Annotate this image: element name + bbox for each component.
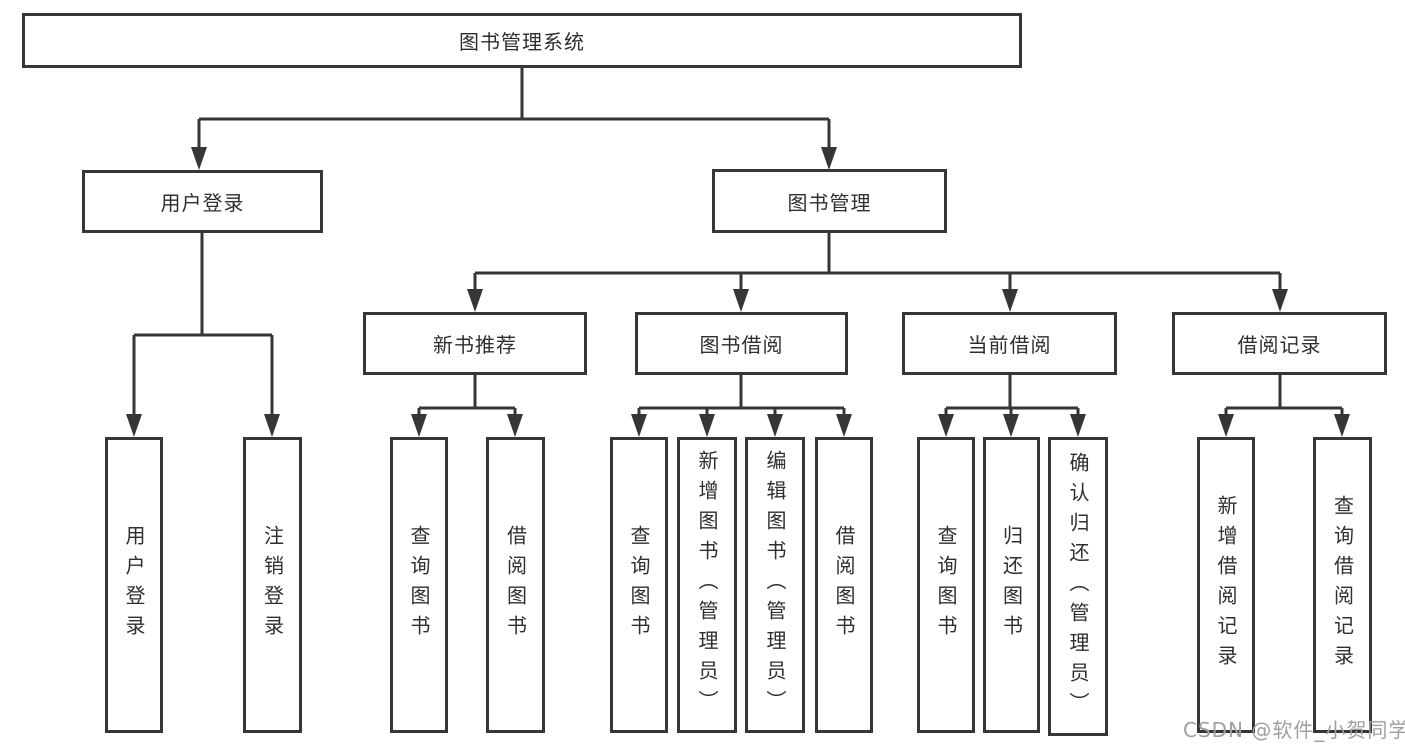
arrow-down-icon <box>821 147 837 170</box>
connector-new-book-children <box>411 375 523 437</box>
node-borrow-record-label: 借阅记录 <box>1237 333 1322 357</box>
leaf-query-book-2: 查询图书 <box>610 437 668 733</box>
node-root: 图书管理系统 <box>22 13 1022 68</box>
leaf-query-book-1-label: 查询图书 <box>407 525 431 645</box>
arrow-down-icon <box>767 414 783 437</box>
leaf-query-book-2-label: 查询图书 <box>627 525 651 645</box>
arrow-down-icon <box>126 414 142 437</box>
leaf-borrow-book-2-label: 借阅图书 <box>832 525 856 645</box>
connector-book-borrow-children <box>631 375 852 437</box>
leaf-confirm-return-admin: 确认归还（管理员） <box>1048 437 1108 736</box>
arrow-down-icon <box>467 289 483 312</box>
arrow-down-icon <box>699 414 715 437</box>
leaf-query-borrow-record: 查询借阅记录 <box>1313 437 1372 733</box>
leaf-borrow-book-2: 借阅图书 <box>815 437 873 733</box>
leaf-edit-book-admin: 编辑图书（管理员） <box>745 437 805 733</box>
arrow-down-icon <box>507 414 523 437</box>
node-borrow-record: 借阅记录 <box>1172 312 1387 375</box>
connector-borrow-record-children <box>1218 375 1350 437</box>
leaf-logout-label: 注销登录 <box>260 525 285 645</box>
leaf-return-book-label: 归还图书 <box>999 525 1024 645</box>
node-user-login: 用户登录 <box>82 170 323 233</box>
leaf-user-login-label: 用户登录 <box>122 525 146 645</box>
leaf-return-book: 归还图书 <box>983 437 1040 733</box>
arrow-down-icon <box>191 147 207 170</box>
arrow-down-icon <box>938 414 954 437</box>
connector-root-to-level2 <box>191 68 837 170</box>
arrow-down-icon <box>1272 289 1288 312</box>
connector-book-management-to-level3 <box>467 233 1288 312</box>
node-new-book-recommend-label: 新书推荐 <box>433 333 517 357</box>
leaf-edit-book-admin-label: 编辑图书（管理员） <box>763 450 787 720</box>
leaf-query-book-1: 查询图书 <box>390 437 448 733</box>
connector-user-login-children <box>126 233 280 437</box>
leaf-user-login: 用户登录 <box>105 437 163 733</box>
node-root-label: 图书管理系统 <box>459 30 585 54</box>
node-user-login-label: 用户登录 <box>160 191 245 215</box>
node-book-borrow: 图书借阅 <box>635 312 848 375</box>
arrow-down-icon <box>1334 414 1350 437</box>
leaf-query-book-3: 查询图书 <box>917 437 975 733</box>
leaf-confirm-return-admin-label: 确认归还（管理员） <box>1066 451 1090 722</box>
leaf-query-book-3-label: 查询图书 <box>934 525 958 645</box>
node-book-management: 图书管理 <box>712 169 947 233</box>
node-current-borrow: 当前借阅 <box>902 312 1117 375</box>
leaf-add-book-admin: 新增图书（管理员） <box>677 437 737 733</box>
leaf-borrow-book-1: 借阅图书 <box>486 437 545 733</box>
arrow-down-icon <box>1002 289 1018 312</box>
arrow-down-icon <box>733 289 749 312</box>
leaf-add-book-admin-label: 新增图书（管理员） <box>695 450 719 720</box>
arrow-down-icon <box>836 414 852 437</box>
arrow-down-icon <box>1003 414 1019 437</box>
node-new-book-recommend: 新书推荐 <box>363 312 587 375</box>
leaf-add-borrow-record: 新增借阅记录 <box>1197 437 1255 733</box>
leaf-query-borrow-record-label: 查询借阅记录 <box>1330 495 1355 675</box>
node-current-borrow-label: 当前借阅 <box>967 333 1052 357</box>
leaf-add-borrow-record-label: 新增借阅记录 <box>1214 495 1238 675</box>
node-book-borrow-label: 图书借阅 <box>699 333 784 357</box>
arrow-down-icon <box>1070 414 1086 437</box>
arrow-down-icon <box>631 414 647 437</box>
arrow-down-icon <box>264 414 280 437</box>
connector-current-borrow-children <box>938 375 1086 437</box>
arrow-down-icon <box>411 414 427 437</box>
node-book-management-label: 图书管理 <box>787 190 872 215</box>
leaf-borrow-book-1-label: 借阅图书 <box>503 525 528 645</box>
watermark: CSDN @软件_小贺同学 <box>1183 718 1405 742</box>
arrow-down-icon <box>1218 414 1234 437</box>
leaf-logout: 注销登录 <box>243 437 302 733</box>
